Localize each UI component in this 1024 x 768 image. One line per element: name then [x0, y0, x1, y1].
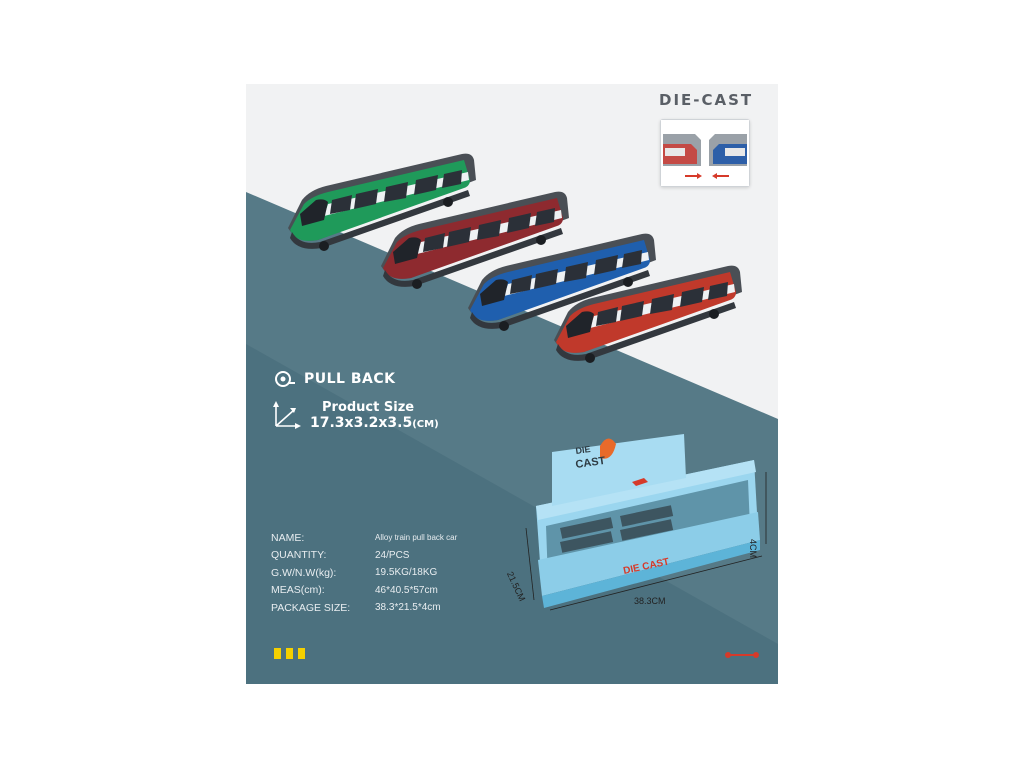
- display-box-illustration: DIE CAST DIE CAST: [525, 434, 767, 611]
- pull-back-icon: [275, 371, 295, 387]
- spec-key: NAME:: [271, 531, 305, 544]
- spec-row-package: PACKAGE SIZE: 38.3*21.5*4cm: [271, 599, 457, 617]
- product-size-value: 17.3x3.2x3.5(CM): [310, 415, 439, 431]
- spec-key: PACKAGE SIZE:: [271, 601, 351, 614]
- spec-value: 19.5KG/18KG: [375, 567, 438, 579]
- box-width-dimension: 38.3CM: [634, 596, 666, 606]
- spec-table: NAME: Alloy train pull back car QUANTITY…: [271, 529, 457, 617]
- spec-row-weight: G.W/N.W(kg): 19.5KG/18KG: [271, 564, 457, 582]
- brand-logo: DIE-CAST: [659, 91, 754, 109]
- product-size-label: Product Size: [322, 400, 415, 415]
- spec-value: 24/PCS: [375, 549, 410, 561]
- product-card: DIE-CAST: [246, 84, 778, 684]
- coupling-inset-icon: [660, 119, 750, 187]
- spec-key: MEAS(cm):: [271, 584, 325, 597]
- spec-value: 38.3*21.5*4cm: [375, 602, 441, 614]
- pull-back-feature: PULL BACK: [274, 370, 395, 388]
- spec-row-meas: MEAS(cm): 46*40.5*57cm: [271, 582, 457, 600]
- yellow-dot: [286, 648, 293, 659]
- yellow-dot: [298, 648, 305, 659]
- box-logo-bottom: CAST: [575, 455, 607, 471]
- yellow-dots-decoration: [274, 648, 305, 659]
- red-rod-icon: [725, 652, 759, 658]
- spec-key: G.W/N.W(kg):: [271, 566, 337, 579]
- spec-value: 46*40.5*57cm: [375, 584, 438, 596]
- box-height-dimension: 4CM: [748, 539, 758, 559]
- product-size-feature: Product Size 17.3x3.2x3.5(CM): [272, 400, 439, 431]
- dimension-arrows-icon: [273, 401, 301, 429]
- spec-row-name: NAME: Alloy train pull back car: [271, 529, 457, 547]
- box-logo-top: DIE: [575, 444, 591, 456]
- pull-back-label: PULL BACK: [304, 371, 396, 387]
- spec-row-quantity: QUANTITY: 24/PCS: [271, 547, 457, 565]
- spec-value: Alloy train pull back car: [375, 533, 458, 543]
- spec-key: QUANTITY:: [271, 549, 327, 562]
- yellow-dot: [274, 648, 281, 659]
